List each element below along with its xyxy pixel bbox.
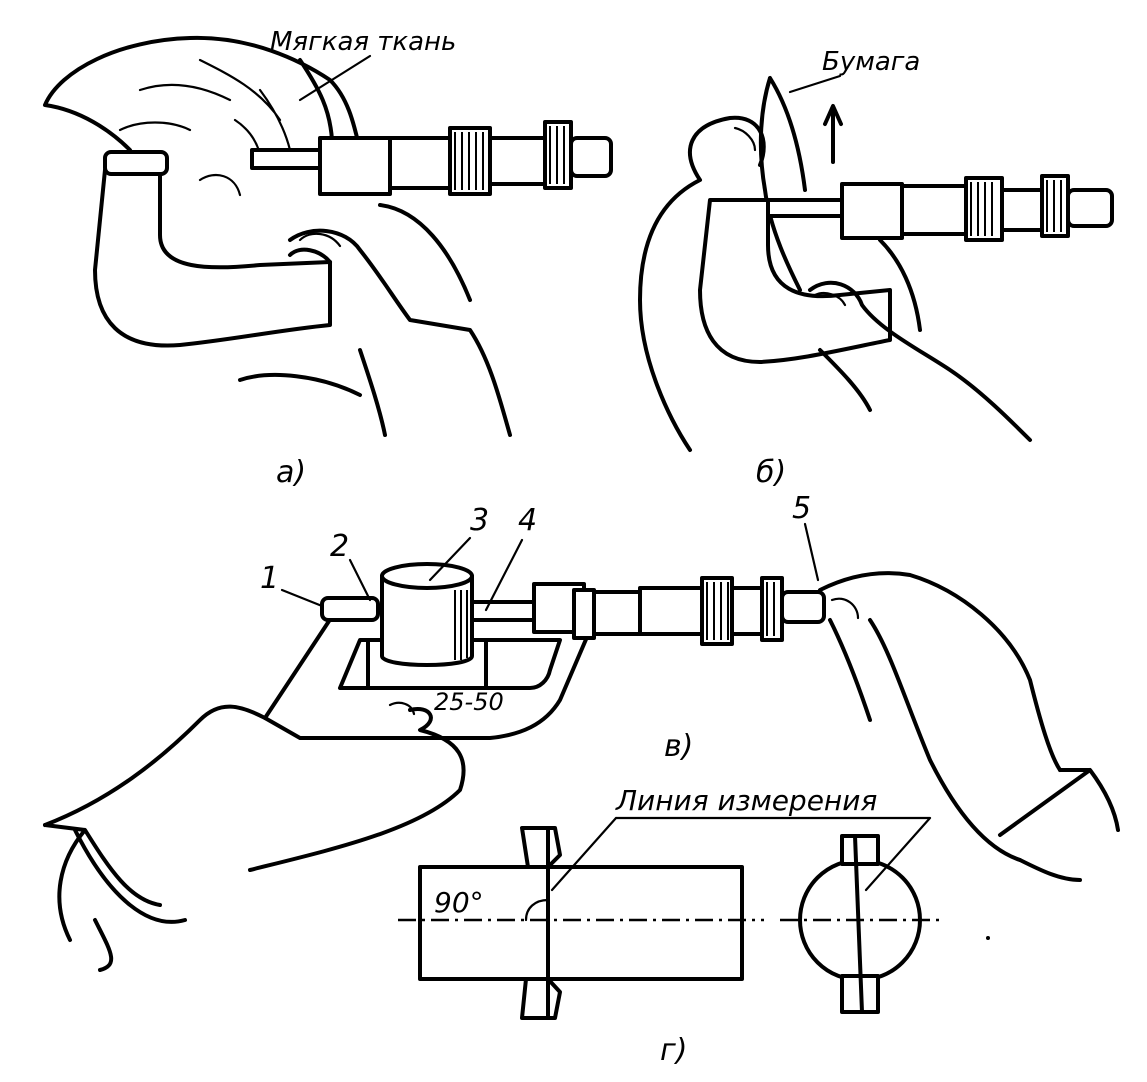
paper-label: Бумага <box>822 47 920 77</box>
lock-v <box>572 588 596 640</box>
sleeve-cuff-right <box>998 768 1120 882</box>
setting-gauge-top <box>380 562 474 590</box>
barrel-v <box>592 590 642 636</box>
thimble-b <box>900 184 968 236</box>
anvil-a <box>103 150 169 176</box>
panel-a-caption: а) <box>276 455 306 490</box>
callout-1-leader <box>280 588 324 608</box>
speck <box>986 936 990 940</box>
callout-4-leader <box>484 538 524 612</box>
sleeve-b <box>840 182 904 240</box>
cloth-folds <box>118 58 292 167</box>
thimble-a <box>388 136 452 190</box>
panel-g-caption: г) <box>660 1033 687 1068</box>
soft-cloth-label: Мягкая ткань <box>270 27 456 57</box>
knurl-hatch-a <box>454 126 565 190</box>
gauge-shading <box>454 590 468 660</box>
spindle-b <box>766 198 844 218</box>
ratchet-knob-v <box>760 576 784 642</box>
right-angle-mark <box>524 898 550 922</box>
panel-b: Бумага б) <box>638 47 1114 490</box>
size-marking: 25-50 <box>434 688 504 716</box>
end-cap-a <box>569 136 613 178</box>
finger-a <box>198 173 342 248</box>
finger-b <box>733 126 847 307</box>
panel-v-caption: в) <box>664 729 693 764</box>
angle-label: 90° <box>434 886 484 919</box>
callout-5: 5 <box>792 491 811 526</box>
ratchet-b <box>1000 188 1044 232</box>
callout-1: 1 <box>260 561 279 596</box>
hand-b-left <box>638 115 766 452</box>
soft-cloth-leader <box>298 54 372 102</box>
setting-gauge-body <box>380 574 474 667</box>
spindle-v <box>470 600 536 622</box>
finger-v <box>388 597 860 716</box>
callout-2-leader <box>348 558 372 602</box>
thimble-v <box>638 586 704 636</box>
soft-cloth <box>43 35 362 152</box>
frame-b <box>698 198 892 364</box>
frame-v-window <box>338 638 562 690</box>
anvil-v <box>320 596 380 622</box>
sleeve-a <box>318 136 392 196</box>
ratchet-a <box>488 136 547 186</box>
sleeve-cuff-left <box>43 823 162 942</box>
frame-a <box>93 168 332 348</box>
hand-a <box>238 203 512 437</box>
knurl-hatch-v <box>706 582 775 640</box>
pull-arrow <box>823 104 843 164</box>
spindle-a <box>250 148 324 170</box>
callout-2: 2 <box>330 529 349 564</box>
hand-v-right <box>818 571 1062 862</box>
hand-b-right <box>808 238 1032 442</box>
end-cap-b <box>1066 188 1114 228</box>
ratchet-v <box>730 586 764 636</box>
paper-sheet <box>758 76 807 292</box>
measurement-line-label: Линия измерения <box>615 784 877 817</box>
paper-leader <box>788 74 842 94</box>
end-cap-v <box>780 590 826 624</box>
jaws-side <box>520 826 562 1020</box>
label-leader <box>550 816 932 892</box>
panel-v: 25-50 1 2 3 4 5 в) <box>43 491 1120 972</box>
callout-3: 3 <box>470 503 489 538</box>
callout-3-leader <box>428 536 472 582</box>
measurement-line-end <box>853 834 864 1014</box>
hand-v-left <box>43 704 466 972</box>
panel-b-caption: б) <box>756 455 786 490</box>
part-side-view <box>418 865 744 981</box>
panel-g: 90° Линия измерения г) <box>398 784 940 1068</box>
callout-5-leader <box>803 522 820 582</box>
knurl-hatch-b <box>970 180 1062 236</box>
panel-a: Мягкая ткань а) <box>43 27 613 490</box>
callout-4: 4 <box>518 503 537 538</box>
